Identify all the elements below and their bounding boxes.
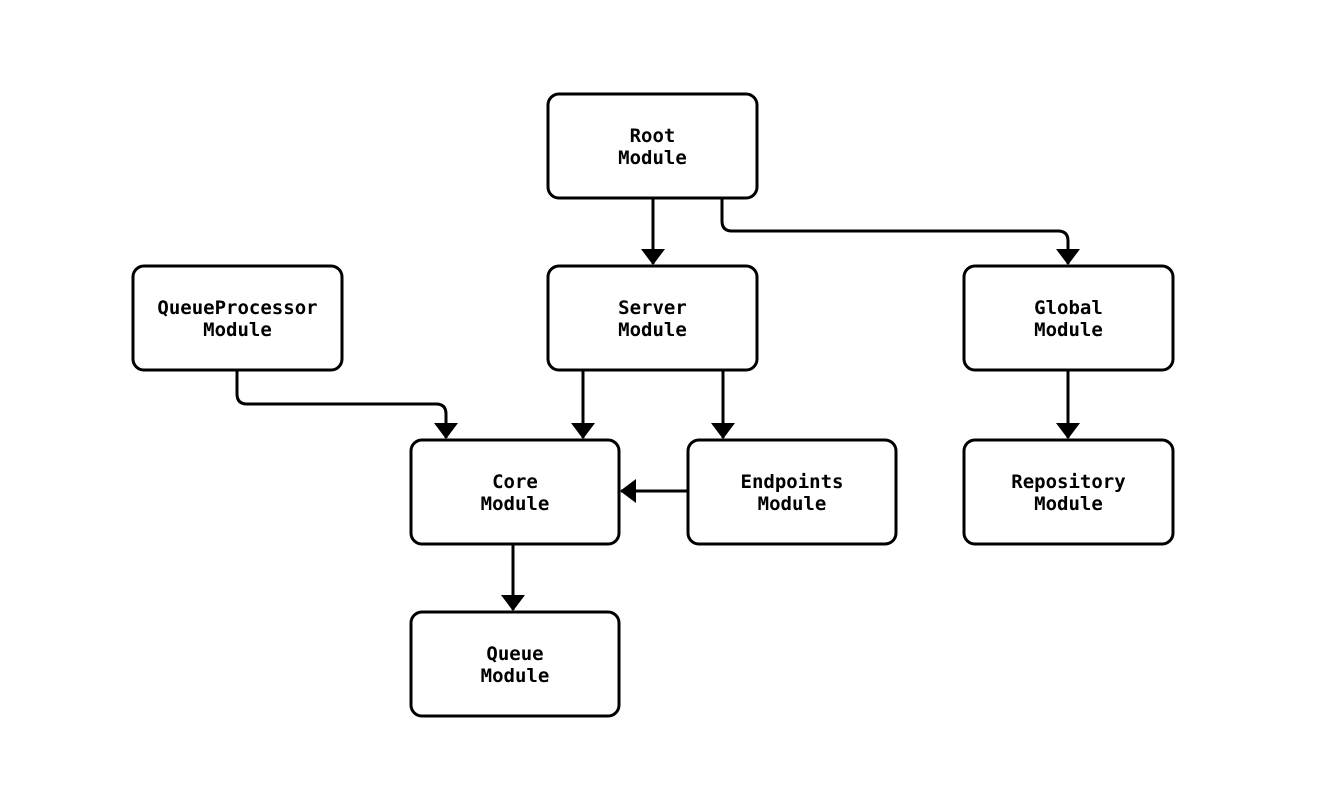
server-module-box	[546, 264, 759, 372]
repository-module-box	[962, 438, 1175, 546]
endpoints-module-box	[686, 438, 898, 546]
server-module-label-line-2: Module	[618, 319, 687, 341]
endpoints-module-label-line-2: Module	[758, 493, 827, 515]
queueprocessor-module-box	[131, 264, 344, 372]
repository-module-label-line-2: Module	[1034, 493, 1103, 515]
edges-layer	[235, 198, 1080, 611]
endpoints-module-label-line-1: Endpoints	[741, 471, 844, 493]
queue-module-label-line-1: Queue	[486, 643, 543, 665]
global-module-box	[962, 264, 1175, 372]
edge-root-module-to-global-module	[720, 198, 1080, 265]
queueprocessor-module-label-line-2: Module	[203, 319, 272, 341]
queueprocessor-module-label-line-1: QueueProcessor	[157, 297, 317, 319]
global-module-label-line-2: Module	[1034, 319, 1103, 341]
server-module-label-line-1: Server	[618, 297, 687, 319]
root-module-label-line-2: Module	[618, 147, 687, 169]
root-module-label-line-1: Root	[630, 125, 676, 147]
queue-module-box	[409, 610, 621, 718]
queue-module-label-line-2: Module	[481, 665, 550, 687]
repository-module-label-line-1: Repository	[1011, 471, 1125, 493]
root-module-box	[546, 92, 759, 200]
core-module-box	[409, 438, 621, 546]
core-module-label-line-1: Core	[492, 471, 538, 493]
global-module-label-line-1: Global	[1034, 297, 1103, 319]
core-module-label-line-2: Module	[481, 493, 550, 515]
edge-queueprocessor-module-to-core-module	[235, 370, 458, 439]
